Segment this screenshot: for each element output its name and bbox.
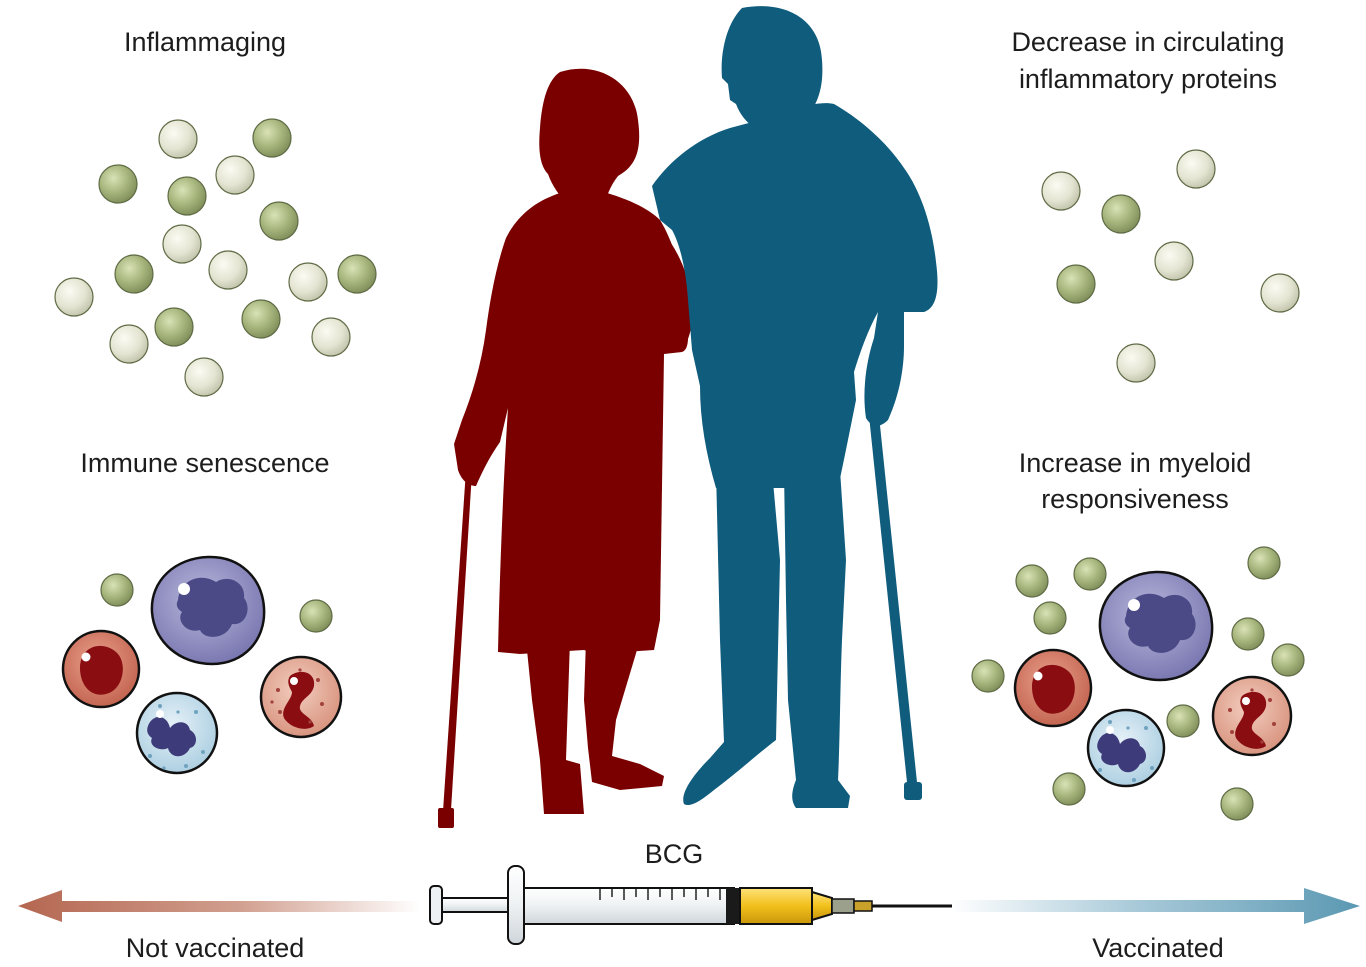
protein-dot bbox=[158, 119, 198, 159]
protein-dot bbox=[288, 262, 328, 302]
vaccine-liquid bbox=[739, 887, 813, 925]
elderly-woman-silhouette bbox=[438, 68, 693, 828]
red-blood-cell bbox=[1013, 648, 1093, 728]
protein-dot bbox=[1166, 704, 1200, 738]
protein-dot bbox=[1231, 617, 1265, 651]
protein-dot bbox=[98, 164, 138, 204]
monocyte-cell bbox=[1098, 570, 1214, 682]
protein-dot bbox=[252, 118, 292, 158]
protein-dot bbox=[1033, 601, 1067, 635]
protein-dot bbox=[259, 201, 299, 241]
eosinophil-cell bbox=[259, 655, 343, 739]
protein-dot bbox=[241, 299, 281, 339]
protein-dot bbox=[337, 254, 377, 294]
decreased-proteins bbox=[1041, 149, 1300, 383]
senescent-immune-cells bbox=[61, 555, 343, 775]
protein-dot bbox=[1260, 273, 1300, 313]
left-arrowhead bbox=[18, 890, 420, 922]
protein-dot bbox=[154, 307, 194, 347]
protein-dot bbox=[184, 357, 224, 397]
protein-dot bbox=[167, 176, 207, 216]
man-cane bbox=[868, 406, 918, 792]
protein-dot bbox=[311, 317, 351, 357]
protein-dot bbox=[54, 277, 94, 317]
monocyte-cell bbox=[150, 555, 266, 666]
neutrophil-cell bbox=[1086, 708, 1166, 788]
protein-dot bbox=[1220, 787, 1254, 821]
protein-dot bbox=[1101, 194, 1141, 234]
protein-dot bbox=[215, 155, 255, 195]
protein-dot bbox=[1015, 564, 1049, 598]
protein-dot bbox=[100, 573, 134, 607]
right-arrowhead bbox=[950, 888, 1360, 924]
immune-senescence-label: Immune senescence bbox=[80, 448, 330, 478]
decrease-proteins-label-line1: Decrease in circulating bbox=[1011, 27, 1285, 57]
decrease-proteins-label-line2: inflammatory proteins bbox=[1018, 64, 1278, 94]
protein-dot bbox=[1271, 643, 1305, 677]
protein-dot bbox=[1052, 772, 1086, 806]
protein-dot bbox=[1041, 171, 1081, 211]
protein-dot bbox=[1247, 546, 1281, 580]
inflammaging-label: Inflammaging bbox=[123, 27, 287, 57]
protein-dot bbox=[114, 254, 154, 294]
woman-cane bbox=[442, 440, 474, 826]
protein-dot bbox=[1154, 241, 1194, 281]
eosinophil-cell bbox=[1211, 675, 1293, 757]
not-vaccinated-label: Not vaccinated bbox=[125, 933, 305, 963]
increase-myeloid-label-line2: responsiveness bbox=[1041, 484, 1229, 514]
protein-dot bbox=[162, 224, 202, 264]
bcg-label: BCG bbox=[644, 839, 704, 869]
increase-myeloid-label-line1: Increase in myeloid bbox=[1018, 448, 1252, 478]
red-blood-cell bbox=[61, 629, 141, 709]
protein-dot bbox=[1116, 343, 1156, 383]
protein-dot bbox=[208, 250, 248, 290]
protein-dot bbox=[971, 659, 1005, 693]
inflammaging-proteins bbox=[54, 118, 377, 397]
vaccination-axis-arrow bbox=[18, 888, 1360, 924]
protein-dot bbox=[1176, 149, 1216, 189]
elderly-man-silhouette bbox=[652, 6, 938, 808]
vaccinated-label: Vaccinated bbox=[1092, 933, 1224, 963]
bcg-syringe bbox=[429, 865, 952, 945]
neutrophil-cell bbox=[135, 691, 219, 775]
protein-dot bbox=[299, 599, 333, 633]
protein-dot bbox=[1056, 264, 1096, 304]
protein-dot bbox=[109, 324, 149, 364]
protein-dot bbox=[1073, 557, 1107, 591]
responsive-myeloid-cells bbox=[971, 546, 1305, 821]
